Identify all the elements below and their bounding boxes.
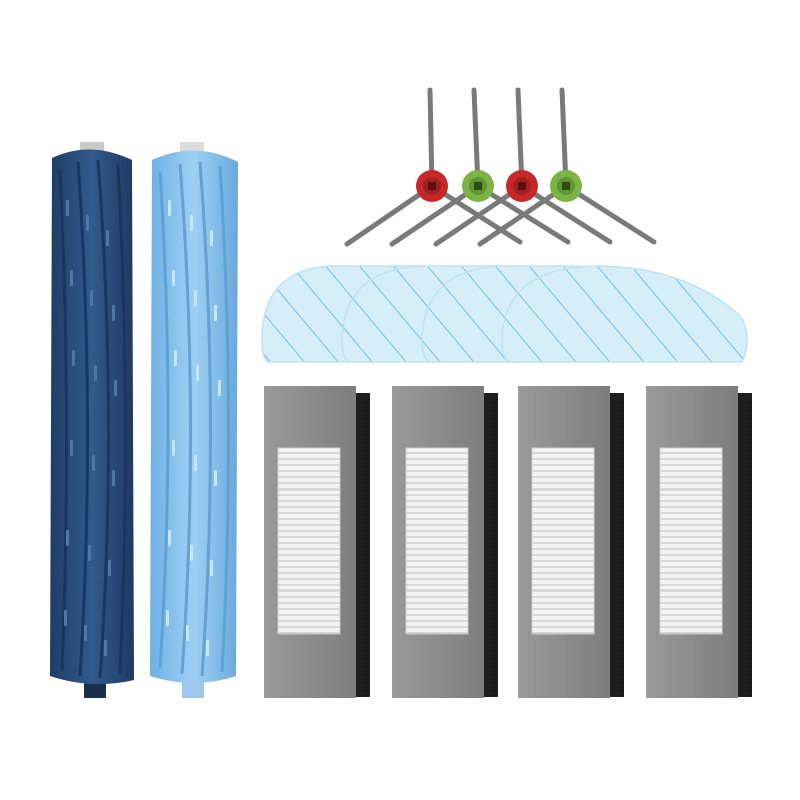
hepa-filter-4 <box>646 386 752 698</box>
mop-pad-4 <box>501 265 748 363</box>
hepa-filter-3 <box>518 386 624 698</box>
hepa-filter-2 <box>392 386 498 698</box>
hepa-filter-1 <box>264 386 370 698</box>
main-brush-dark <box>50 142 134 698</box>
side-brush-1 <box>344 87 523 247</box>
side-brush-4 <box>477 87 657 247</box>
side-brush-3 <box>433 87 613 247</box>
main-brush-light <box>150 142 238 698</box>
